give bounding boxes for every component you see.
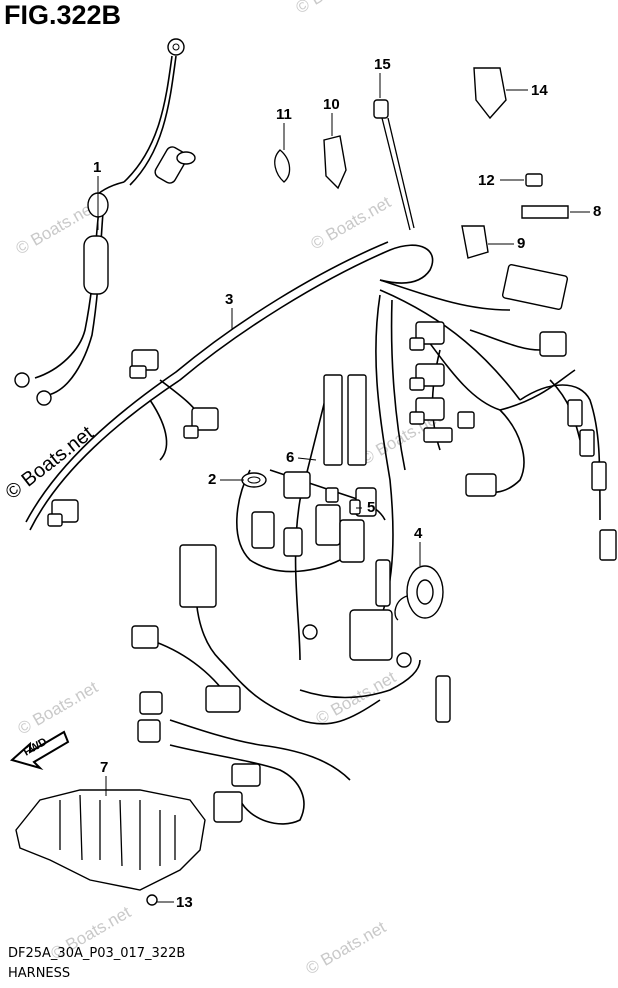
watermark: © Boats.net bbox=[293, 0, 380, 17]
callout-4: 4 bbox=[414, 525, 423, 542]
small-parts bbox=[146, 67, 569, 906]
figure-title: FIG.322B bbox=[4, 0, 122, 30]
part-6-relay bbox=[283, 471, 339, 503]
callout-5: 5 bbox=[367, 499, 375, 516]
callout-12: 12 bbox=[478, 172, 495, 189]
callout-3: 3 bbox=[225, 291, 233, 308]
callout-9: 9 bbox=[517, 235, 525, 252]
figure-code: DF25A_30A_P03_017_322B bbox=[8, 946, 186, 961]
callouts: 1 2 3 4 5 6 7 8 9 10 11 12 13 1 bbox=[93, 56, 601, 911]
callout-15: 15 bbox=[374, 56, 391, 73]
callout-13: 13 bbox=[176, 894, 193, 911]
callout-8: 8 bbox=[593, 203, 601, 220]
part-2-grommet bbox=[241, 472, 267, 488]
watermark: © Boats.net bbox=[313, 667, 400, 728]
connectors bbox=[47, 263, 617, 823]
callout-7: 7 bbox=[100, 759, 108, 776]
part-3-main-harness bbox=[25, 241, 601, 825]
callout-11: 11 bbox=[276, 106, 292, 123]
watermark: © Boats.net bbox=[15, 677, 102, 738]
watermark: © Boats.net bbox=[303, 917, 390, 978]
part-1-battery-cable bbox=[14, 38, 196, 406]
callout-10: 10 bbox=[323, 96, 340, 113]
part-4-buzzer bbox=[394, 565, 444, 621]
part-5-fuse bbox=[349, 499, 361, 515]
callout-2: 2 bbox=[208, 471, 216, 488]
callout-6: 6 bbox=[286, 449, 294, 466]
part-7-bracket bbox=[15, 789, 206, 891]
watermark: © Boats.net bbox=[2, 422, 98, 504]
figure-name: HARNESS bbox=[8, 966, 71, 981]
callout-1: 1 bbox=[93, 159, 101, 176]
callout-14: 14 bbox=[531, 82, 548, 99]
fwd-arrow: FWD bbox=[9, 730, 70, 771]
